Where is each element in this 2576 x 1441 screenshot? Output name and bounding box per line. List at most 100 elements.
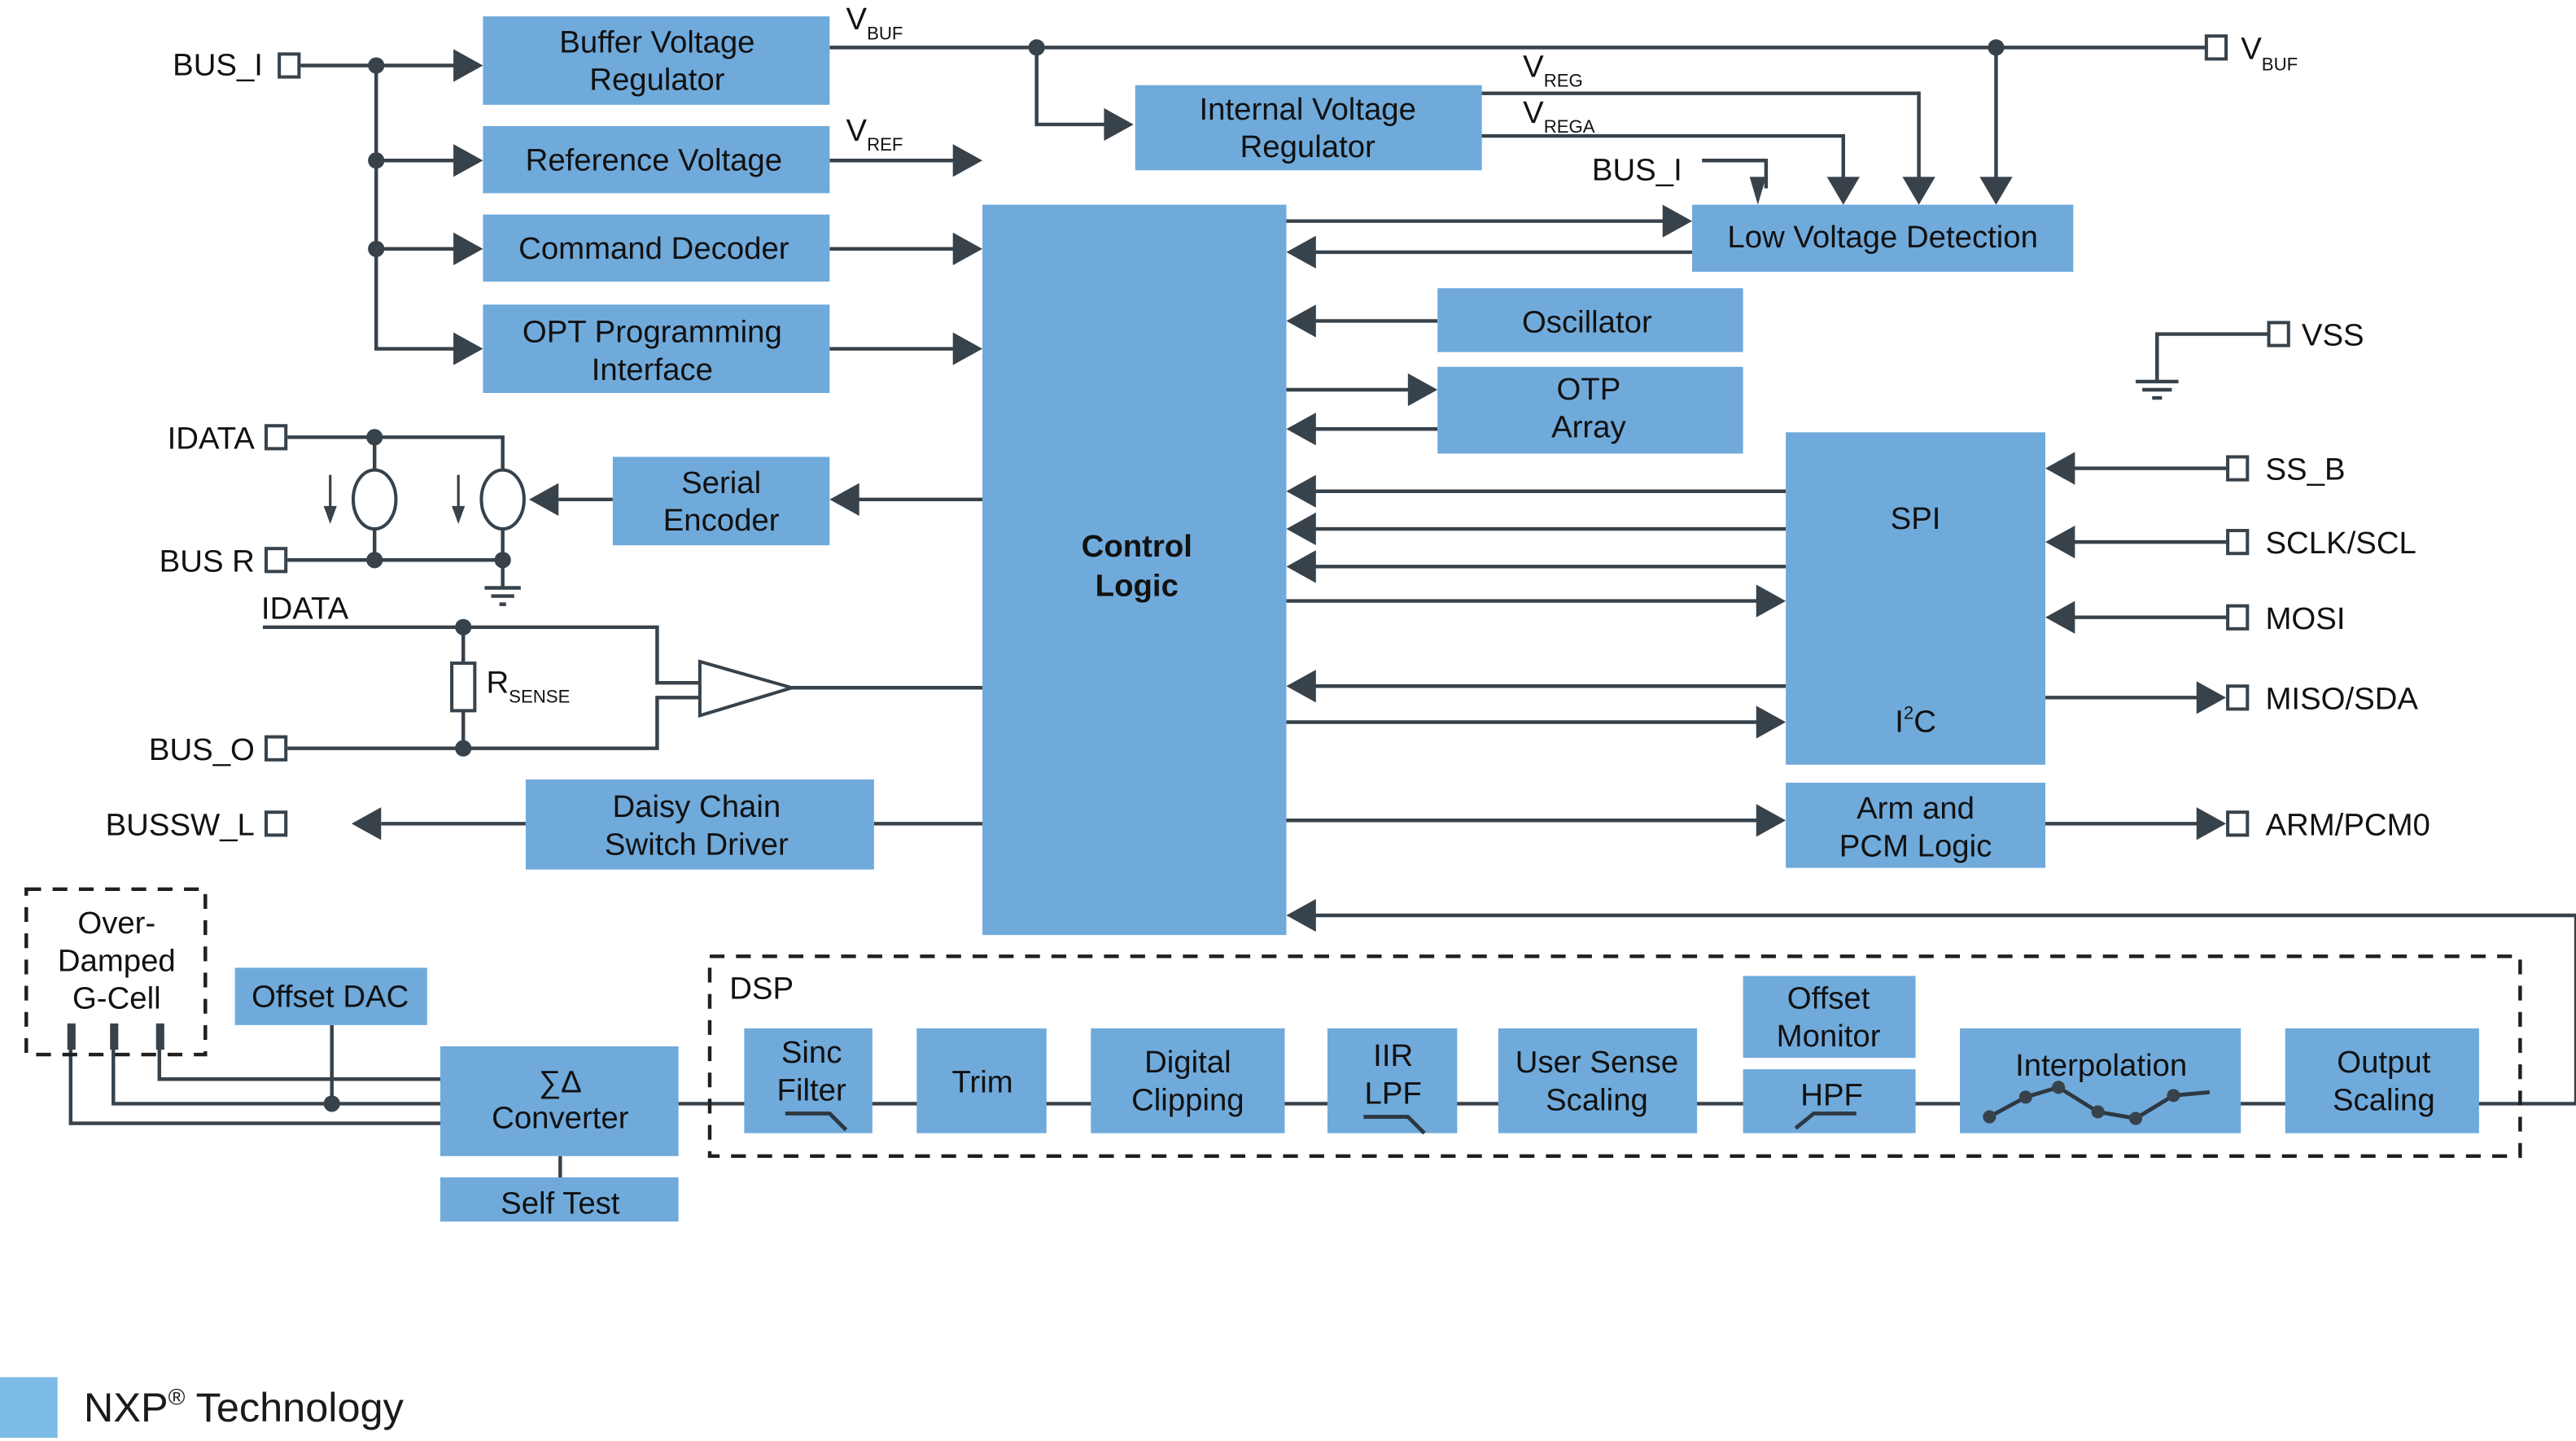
pin-sclk-scl[interactable] bbox=[2226, 529, 2250, 556]
pin-label-vss: VSS bbox=[2302, 318, 2364, 353]
arrow-icon bbox=[1286, 474, 1316, 508]
wire-gcell-3 bbox=[68, 1048, 440, 1125]
block-reference-voltage[interactable]: Reference Voltage bbox=[483, 125, 830, 194]
block-offset-dac[interactable]: Offset DAC bbox=[234, 967, 427, 1025]
interpolation-curve-icon bbox=[1983, 1081, 2211, 1125]
label-vreg: VREG bbox=[1523, 50, 1583, 91]
gcell-terminal bbox=[155, 1023, 164, 1050]
svg-text:Offset DAC: Offset DAC bbox=[251, 980, 409, 1015]
junction-dot bbox=[366, 552, 383, 569]
svg-text:Sinc: Sinc bbox=[781, 1035, 842, 1070]
dsp-stage-user-sense-scaling[interactable]: User Sense Scaling bbox=[1498, 1028, 1698, 1133]
block-serial-encoder[interactable]: Serial Encoder bbox=[612, 456, 830, 546]
pin-vbuf[interactable] bbox=[2204, 34, 2228, 61]
junctions bbox=[323, 39, 2005, 1112]
svg-text:∑Δ: ∑Δ bbox=[539, 1064, 582, 1099]
wire-vss bbox=[2155, 332, 2268, 380]
svg-text:Oscillator: Oscillator bbox=[1522, 305, 1652, 340]
label-bus-i-internal: BUS_I bbox=[1592, 152, 1682, 187]
svg-text:IIR: IIR bbox=[1373, 1038, 1413, 1073]
pin-label-bussw-l: BUSSW_L bbox=[106, 807, 255, 842]
block-internal-voltage-regulator[interactable]: Internal Voltage Regulator bbox=[1135, 85, 1482, 171]
block-arm-pcm-logic[interactable]: Arm and PCM Logic bbox=[1786, 782, 2046, 868]
pin-vss[interactable] bbox=[2267, 321, 2290, 347]
spi-label: SPI bbox=[1891, 501, 1941, 536]
arrow-icon bbox=[453, 232, 483, 266]
wire-gcell-2 bbox=[112, 1048, 440, 1106]
pin-ss-b[interactable] bbox=[2226, 455, 2250, 482]
wires bbox=[68, 46, 2576, 1177]
block-oscillator[interactable]: Oscillator bbox=[1437, 288, 1743, 352]
block-otp-array[interactable]: OTP Array bbox=[1437, 366, 1743, 454]
pin-bus-i[interactable] bbox=[278, 52, 301, 79]
pin-bussw-l[interactable] bbox=[264, 810, 288, 837]
svg-text:G-Cell: G-Cell bbox=[72, 981, 161, 1016]
arrow-icon bbox=[1407, 373, 1438, 407]
arrow-icon bbox=[2045, 600, 2075, 634]
block-spi-i2c[interactable]: SPI I2C bbox=[1786, 432, 2046, 765]
junction-dot bbox=[366, 429, 383, 446]
block-command-decoder[interactable]: Command Decoder bbox=[483, 214, 830, 282]
dsp-label: DSP bbox=[729, 972, 794, 1007]
pin-arm-pcm0[interactable] bbox=[2226, 810, 2250, 837]
block-control-logic[interactable]: Control Logic bbox=[982, 204, 1287, 936]
arrow-icon bbox=[453, 49, 483, 82]
wire-vrega bbox=[1480, 133, 1845, 189]
wire-vreg bbox=[1480, 91, 1921, 189]
block-self-test[interactable]: Self Test bbox=[440, 1177, 679, 1222]
junction-dot bbox=[494, 552, 511, 569]
svg-text:Interface: Interface bbox=[592, 352, 713, 387]
block-otp-programming-interface[interactable]: OPT Programming Interface bbox=[483, 304, 830, 393]
pin-label-bus-o: BUS_O bbox=[149, 732, 255, 767]
signal-labels: VBUF VREF VREG VREGA BUS_I IDATA RSENSE bbox=[261, 2, 1682, 706]
pins: BUS_I VBUF VSS IDATA BUS R BUS_O BUSSW_L… bbox=[106, 32, 2430, 843]
pin-mosi[interactable] bbox=[2226, 604, 2250, 631]
arrow-icon bbox=[1286, 550, 1316, 583]
block-buffer-voltage-regulator[interactable]: Buffer Voltage Regulator bbox=[483, 16, 830, 105]
svg-text:Logic: Logic bbox=[1096, 569, 1179, 604]
ground-icon bbox=[484, 586, 521, 606]
gcell-terminal bbox=[110, 1023, 119, 1050]
pin-bus-r[interactable] bbox=[264, 547, 288, 574]
block-daisy-chain-switch-driver[interactable]: Daisy Chain Switch Driver bbox=[525, 779, 874, 870]
analog-symbols bbox=[323, 379, 2179, 718]
svg-text:Buffer Voltage: Buffer Voltage bbox=[559, 24, 754, 59]
dsp-stage-interpolation[interactable]: Interpolation bbox=[1960, 1028, 2241, 1133]
block-sigma-delta-converter[interactable]: ∑Δ Converter bbox=[440, 1046, 679, 1156]
junction-dot bbox=[455, 618, 472, 635]
pin-label-ss-b: SS_B bbox=[2266, 452, 2346, 487]
svg-text:Switch Driver: Switch Driver bbox=[605, 827, 789, 862]
arrow-down-icon bbox=[323, 505, 337, 524]
pin-bus-o[interactable] bbox=[264, 735, 288, 762]
dsp-stage-output-scaling[interactable]: Output Scaling bbox=[2285, 1028, 2479, 1133]
block-g-cell[interactable]: Over- Damped G-Cell bbox=[24, 887, 208, 1057]
arrow-icon bbox=[952, 232, 983, 266]
arrow-icon bbox=[1662, 204, 1693, 238]
dsp-stage-trim[interactable]: Trim bbox=[916, 1028, 1047, 1133]
legend: NXP® Technology bbox=[0, 1377, 405, 1438]
dsp-stage-hpf[interactable]: HPF bbox=[1743, 1069, 1916, 1133]
wire-gcell-1 bbox=[157, 1048, 440, 1081]
svg-text:Reference Voltage: Reference Voltage bbox=[526, 142, 782, 177]
dsp-stage-sinc-filter[interactable]: Sinc Filter bbox=[744, 1028, 873, 1133]
label-vbuf: VBUF bbox=[846, 2, 903, 43]
block-low-voltage-detection[interactable]: Low Voltage Detection bbox=[1692, 204, 2074, 273]
pin-miso-sda[interactable] bbox=[2226, 684, 2250, 711]
junction-dot bbox=[368, 240, 385, 257]
label-idata-internal: IDATA bbox=[261, 592, 349, 627]
arrow-icon bbox=[1756, 705, 1787, 739]
dsp-stage-digital-clipping[interactable]: Digital Clipping bbox=[1091, 1028, 1285, 1133]
dsp-stage-offset-monitor[interactable]: Offset Monitor bbox=[1743, 976, 1916, 1059]
svg-text:PCM Logic: PCM Logic bbox=[1839, 829, 1992, 864]
arrow-icon bbox=[952, 144, 983, 177]
svg-text:HPF: HPF bbox=[1800, 1077, 1863, 1112]
wire-bus-i-lvd bbox=[1702, 159, 1769, 189]
svg-text:Serial: Serial bbox=[681, 465, 761, 500]
svg-text:Interpolation: Interpolation bbox=[2015, 1048, 2187, 1083]
svg-text:Regulator: Regulator bbox=[1240, 129, 1375, 164]
pin-label-sclk-scl: SCLK/SCL bbox=[2266, 526, 2416, 561]
dsp-stage-iir-lpf[interactable]: IIR LPF bbox=[1327, 1028, 1458, 1135]
pin-idata[interactable] bbox=[264, 424, 288, 451]
svg-text:Over-: Over- bbox=[77, 906, 155, 941]
arrow-icon bbox=[1286, 898, 1316, 932]
